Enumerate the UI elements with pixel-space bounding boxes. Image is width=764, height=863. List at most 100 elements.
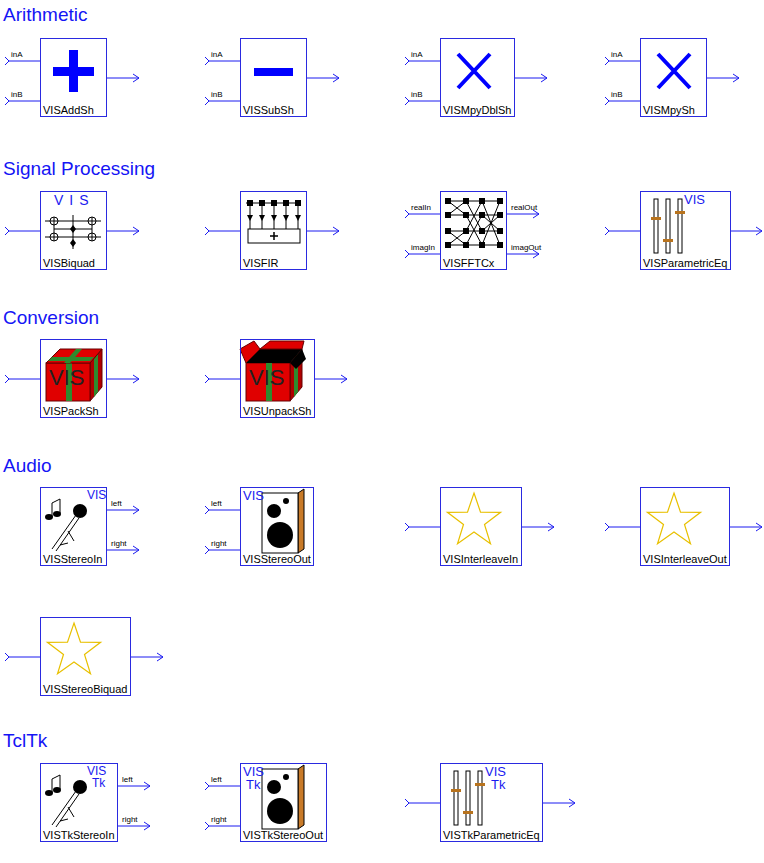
block-name: VISStereoOut <box>243 553 311 565</box>
block-icon <box>658 54 690 88</box>
output-port <box>307 74 339 82</box>
block-icon <box>45 215 101 249</box>
port-label: inA <box>611 50 623 59</box>
block-icon <box>262 765 304 829</box>
port-label: inB <box>11 90 23 99</box>
input-port <box>205 782 240 790</box>
block-icon <box>647 493 700 544</box>
input-port <box>605 523 640 531</box>
port-label: inB <box>611 90 623 99</box>
block-icon <box>445 198 503 248</box>
section-heading: Conversion <box>3 307 99 329</box>
input-port <box>5 653 40 661</box>
block-icon <box>53 50 94 92</box>
port-label: inB <box>411 90 423 99</box>
port-label: realIn <box>411 203 431 212</box>
input-port <box>205 227 240 235</box>
block-name: VISStereoBiquad <box>43 683 127 695</box>
input-port <box>405 799 440 807</box>
block-icon <box>451 771 485 825</box>
port-label: imagIn <box>411 243 435 252</box>
icon-text: Tk <box>246 778 260 791</box>
block-name: VISFIR <box>243 257 278 269</box>
block-box: VISStereoBiquad <box>40 617 131 696</box>
icon-text: VIS <box>87 489 106 501</box>
block-name: VISTkParametricEq <box>443 829 540 841</box>
output-port <box>543 799 575 807</box>
output-port <box>131 653 163 661</box>
input-port <box>205 375 240 383</box>
port-label: right <box>122 815 138 824</box>
block-icon <box>240 341 306 401</box>
block-name: VISStereoIn <box>43 553 102 565</box>
port-label: realOut <box>511 203 537 212</box>
block-name: VISFFTCx <box>443 257 494 269</box>
icon-text: VIS <box>49 367 84 389</box>
block-icon <box>46 349 102 401</box>
port-label: right <box>211 815 227 824</box>
section-heading: Audio <box>3 455 52 477</box>
input-port <box>405 523 440 531</box>
output-port <box>107 74 139 82</box>
block-name: VISInterleaveOut <box>643 553 727 565</box>
port-label: inB <box>211 90 223 99</box>
block-name: VISMpyDblSh <box>443 104 511 116</box>
block-box: VISMpyDblSh <box>440 38 515 117</box>
block-icon <box>651 199 685 253</box>
port-label: inA <box>211 50 223 59</box>
block-icon <box>47 623 100 674</box>
input-port <box>5 227 40 235</box>
output-port <box>107 227 139 235</box>
port-label: left <box>211 775 222 784</box>
block-name: VISInterleaveIn <box>443 553 518 565</box>
block-box: VISInterleaveOut <box>640 487 730 566</box>
output-port <box>107 375 139 383</box>
port-label: left <box>111 499 122 508</box>
block-icon <box>45 499 87 551</box>
output-port <box>730 523 762 531</box>
block-box: VISInterleaveIn <box>440 487 522 566</box>
icon-text: VIS <box>249 367 284 389</box>
section-heading: Signal Processing <box>3 158 155 180</box>
icon-text: VIS <box>54 193 95 207</box>
port-label: left <box>122 775 133 784</box>
icon-text: Tk <box>92 777 105 789</box>
output-port <box>307 227 339 235</box>
block-name: VISMpySh <box>643 104 695 116</box>
block-icon <box>262 489 304 553</box>
input-port <box>5 375 40 383</box>
port-label: right <box>111 539 127 548</box>
block-name: VISAddSh <box>43 104 94 116</box>
port-label: left <box>211 499 222 508</box>
output-port <box>522 523 554 531</box>
block-icon <box>447 493 500 544</box>
output-port <box>731 227 762 235</box>
block-box: VISFFTCx <box>440 191 507 270</box>
block-icon <box>45 775 87 827</box>
output-port <box>315 375 347 383</box>
block-name: VISTkStereoOut <box>243 829 323 841</box>
block-name: VISTkStereoIn <box>43 829 115 841</box>
input-port <box>205 506 240 514</box>
block-icon <box>246 200 301 243</box>
icon-text: VIS <box>243 489 264 502</box>
input-port <box>605 227 640 235</box>
port-label: inA <box>11 50 23 59</box>
output-port <box>515 74 547 82</box>
section-heading: TclTk <box>3 730 47 752</box>
port-label: imagOut <box>511 243 541 252</box>
block-box: VISFIR <box>240 191 307 270</box>
block-name: VISBiquad <box>43 257 95 269</box>
block-name: VISParametricEq <box>643 257 727 269</box>
icon-text: VIS <box>684 193 705 206</box>
block-name: VISPackSh <box>43 405 99 417</box>
block-name: VISSubSh <box>243 104 294 116</box>
port-label: right <box>211 539 227 548</box>
icon-text: Tk <box>491 778 505 791</box>
icon-text: VIS <box>87 765 106 777</box>
block-box: VISMpySh <box>640 38 707 117</box>
block-box: VISAddSh <box>40 38 107 117</box>
icon-text: VIS <box>485 765 506 778</box>
